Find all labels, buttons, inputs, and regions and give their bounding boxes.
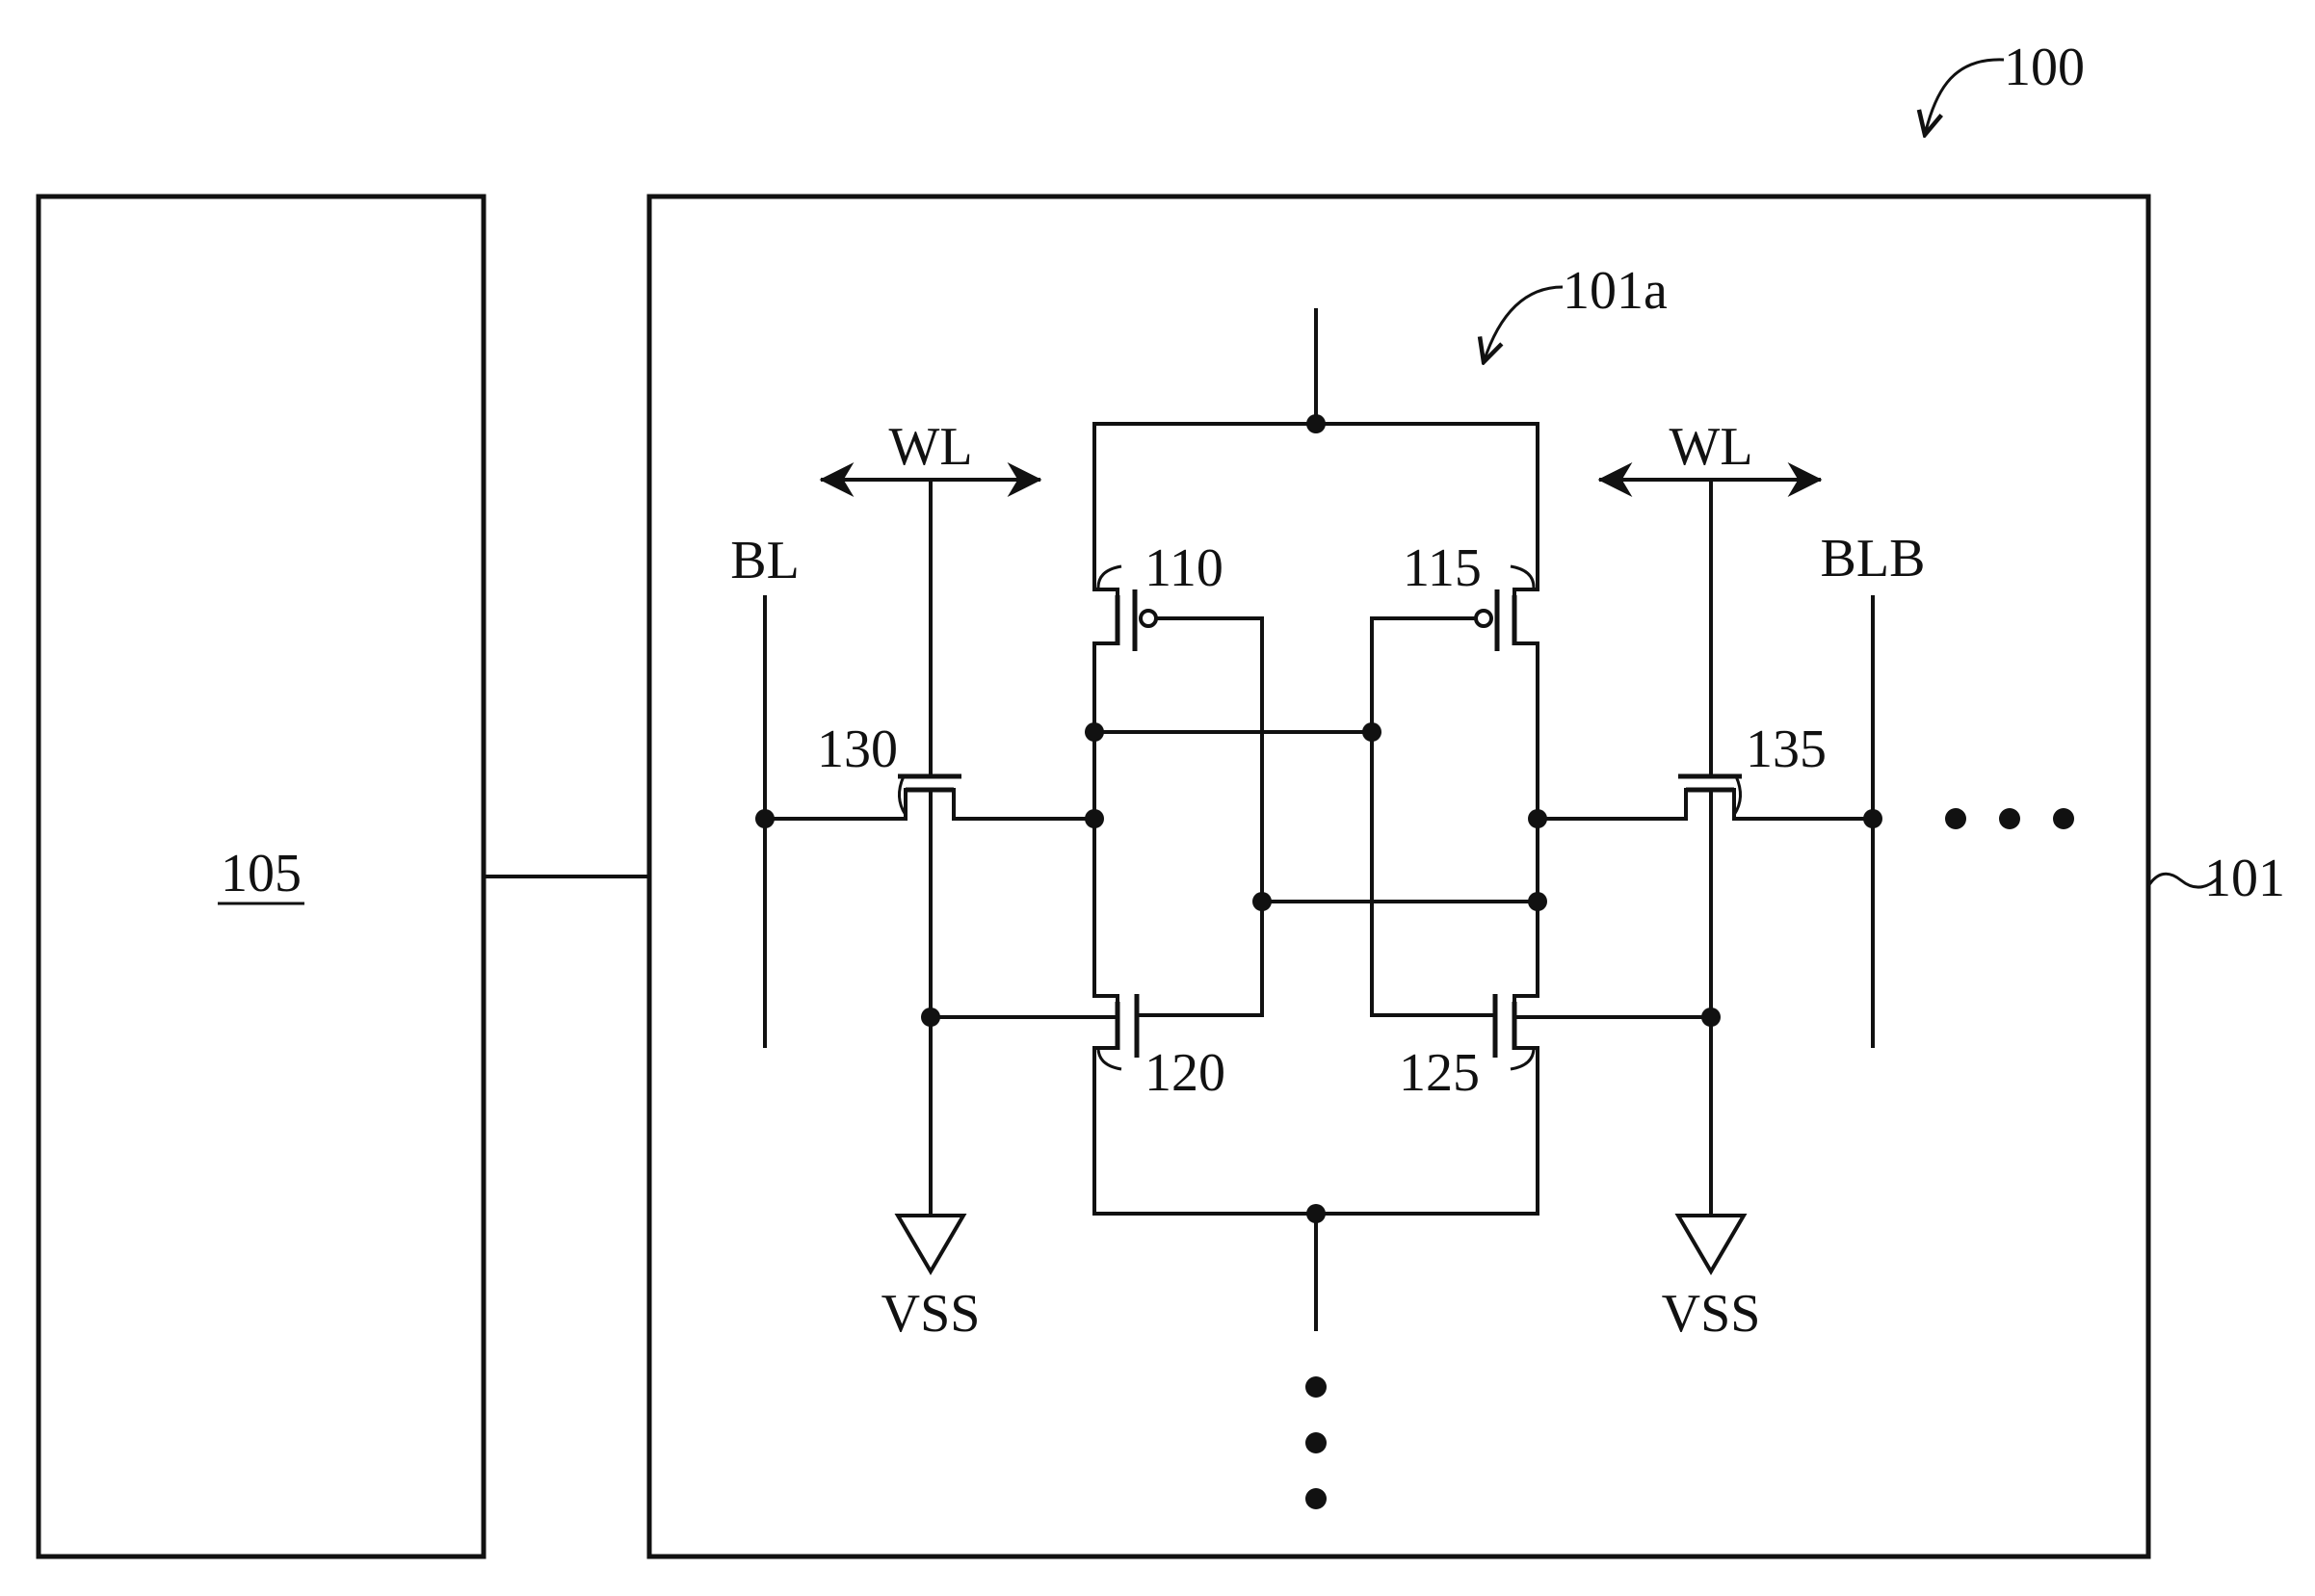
node-q-pass xyxy=(1085,809,1104,828)
transistor-115-leader xyxy=(1511,566,1534,588)
blb-label: BLB xyxy=(1821,529,1926,589)
vss-left-symbol xyxy=(898,1216,963,1271)
transistor-110-leader xyxy=(1098,566,1121,588)
transistor-120-leader xyxy=(1098,1048,1121,1069)
transistor-125-label: 125 xyxy=(1399,1043,1480,1103)
transistor-115-label: 115 xyxy=(1403,538,1482,598)
node-qb-pass xyxy=(1528,809,1547,828)
transistor-120-label: 120 xyxy=(1144,1043,1225,1103)
transistor-130-label: 130 xyxy=(817,720,898,779)
vss-right-label: VSS xyxy=(1662,1284,1761,1344)
cell-101a-label: 101a xyxy=(1563,261,1668,321)
transistor-135 xyxy=(1538,776,1873,819)
array-101-label: 101 xyxy=(2204,849,2285,908)
system-100-label: 100 xyxy=(2004,38,2085,97)
transistor-110-label: 110 xyxy=(1144,538,1223,598)
vdd-node xyxy=(1306,414,1326,433)
node-qb-lower xyxy=(1528,892,1547,911)
memory-array-101 xyxy=(649,196,2148,1557)
transistor-135-label: 135 xyxy=(1746,720,1827,779)
wl-right-label: WL xyxy=(1669,417,1752,477)
vss-right-symbol xyxy=(1678,1216,1744,1271)
transistor-120 xyxy=(1094,902,1262,1058)
system-100-leader xyxy=(1925,60,2004,135)
vertical-ellipsis xyxy=(1305,1376,1327,1509)
wl-left-label: WL xyxy=(888,417,972,477)
node-qb-gate-upper xyxy=(1362,722,1381,742)
block-105-label: 105 xyxy=(221,844,302,903)
transistor-115 xyxy=(1372,588,1538,1015)
vss-left-label: VSS xyxy=(881,1284,981,1344)
bl-label: BL xyxy=(730,531,800,590)
horizontal-ellipsis xyxy=(1945,808,2074,829)
transistor-110 xyxy=(1094,588,1262,902)
cell-101a-leader xyxy=(1484,287,1563,362)
transistor-125-leader xyxy=(1511,1048,1534,1069)
